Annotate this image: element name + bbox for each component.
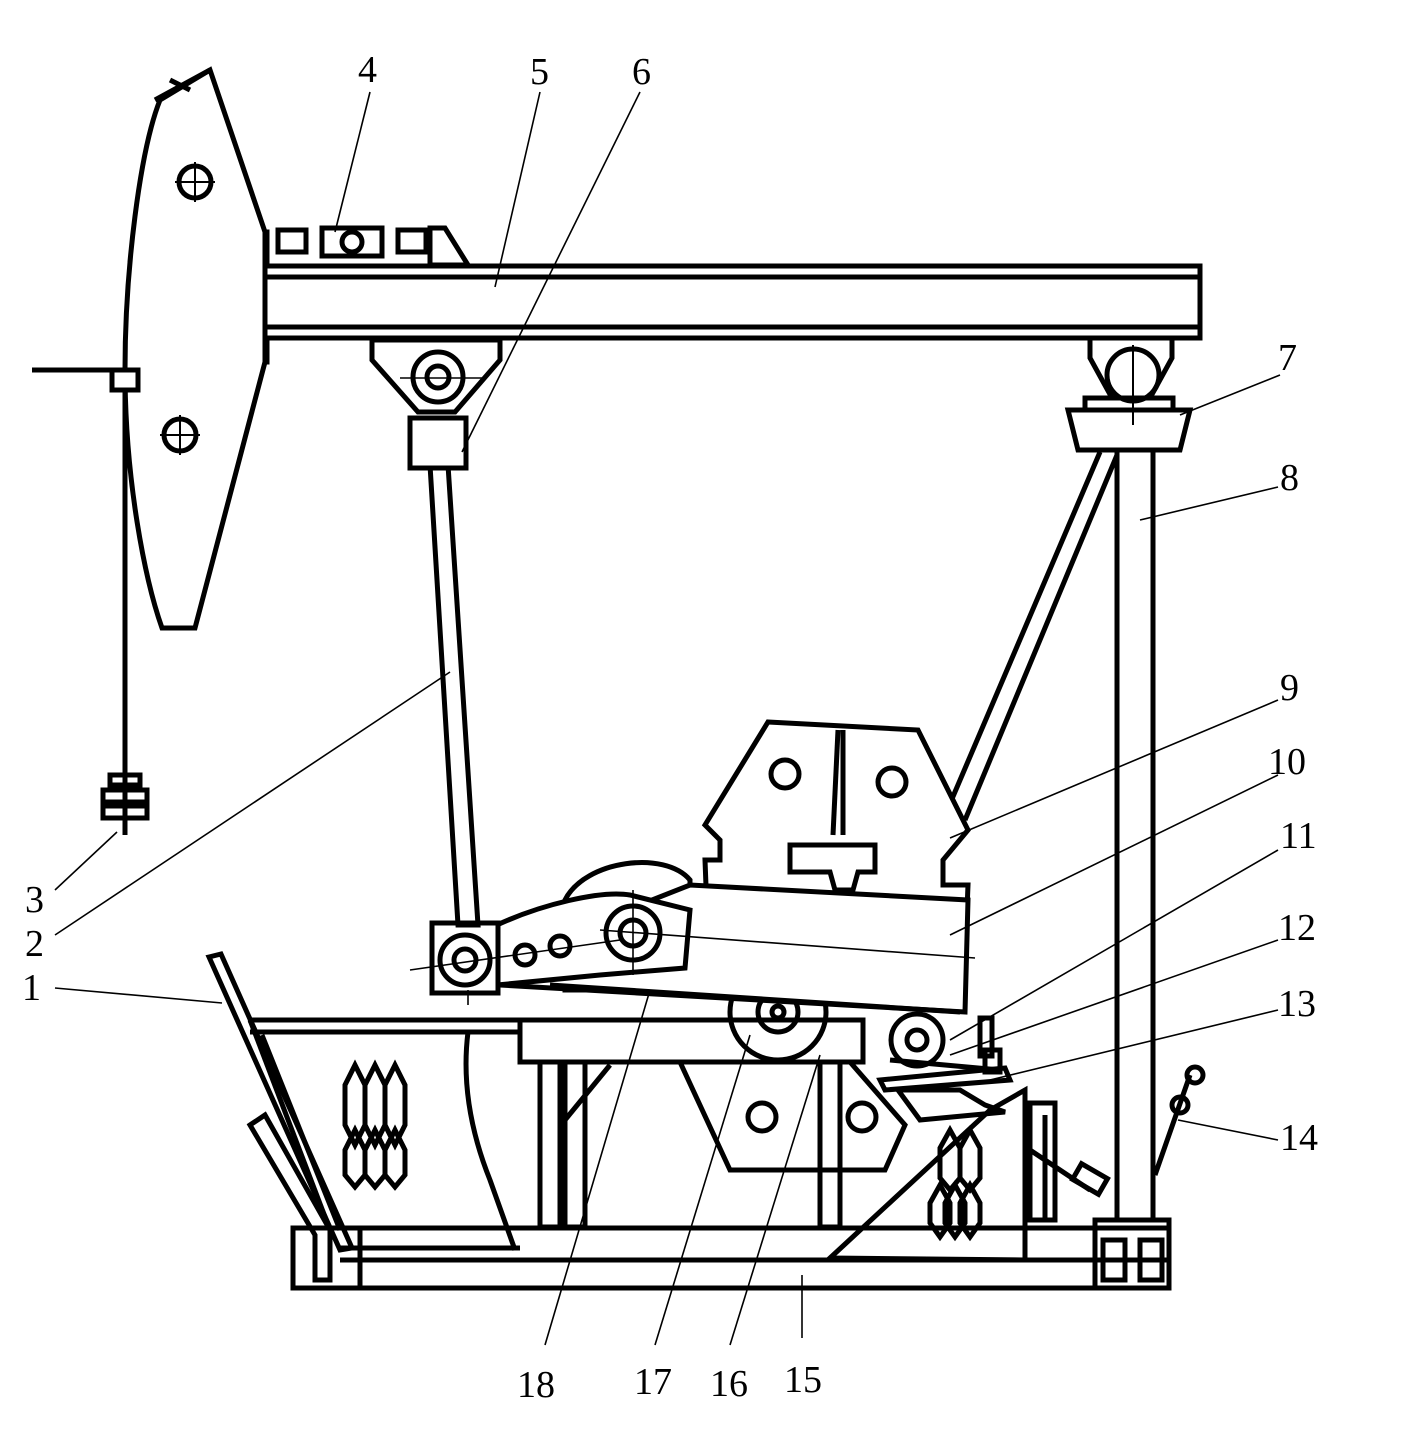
polished-rod-assembly <box>32 367 150 835</box>
brake-assembly <box>876 1011 1111 1198</box>
callout-5: 5 <box>530 51 549 93</box>
callout-16: 16 <box>710 1363 748 1405</box>
reducer-stand <box>517 1017 1058 1263</box>
callout-13: 13 <box>1278 983 1316 1025</box>
callout-15: 15 <box>784 1359 822 1401</box>
beam-linkage <box>275 225 473 268</box>
callout-1: 1 <box>22 967 41 1009</box>
samson-post <box>940 395 1194 1222</box>
crank-arm <box>494 882 971 1015</box>
callout-4: 4 <box>358 49 377 91</box>
callout-18: 18 <box>517 1364 555 1406</box>
callout-12: 12 <box>1278 907 1316 949</box>
brake-handle <box>1152 1064 1206 1176</box>
leader-lines <box>54 91 1281 1346</box>
horse-head <box>122 66 268 631</box>
pitman-rod <box>407 415 481 928</box>
left-guard-frame <box>205 951 520 1288</box>
callout-10: 10 <box>1268 741 1306 783</box>
walking-beam <box>192 222 1203 425</box>
callout-7: 7 <box>1278 337 1297 379</box>
callout-3: 3 <box>25 879 44 921</box>
base-frame <box>290 1217 1172 1291</box>
callout-11: 11 <box>1280 815 1317 857</box>
callout-6: 6 <box>632 51 651 93</box>
callout-2: 2 <box>25 923 44 965</box>
callout-14: 14 <box>1280 1117 1318 1159</box>
callout-labels: 1 2 3 4 5 6 7 8 9 10 11 12 13 14 15 16 1… <box>22 49 1318 1406</box>
callout-8: 8 <box>1280 457 1299 499</box>
crank-pin-bearing <box>429 920 501 996</box>
callout-9: 9 <box>1280 667 1299 709</box>
callout-17: 17 <box>634 1361 672 1403</box>
